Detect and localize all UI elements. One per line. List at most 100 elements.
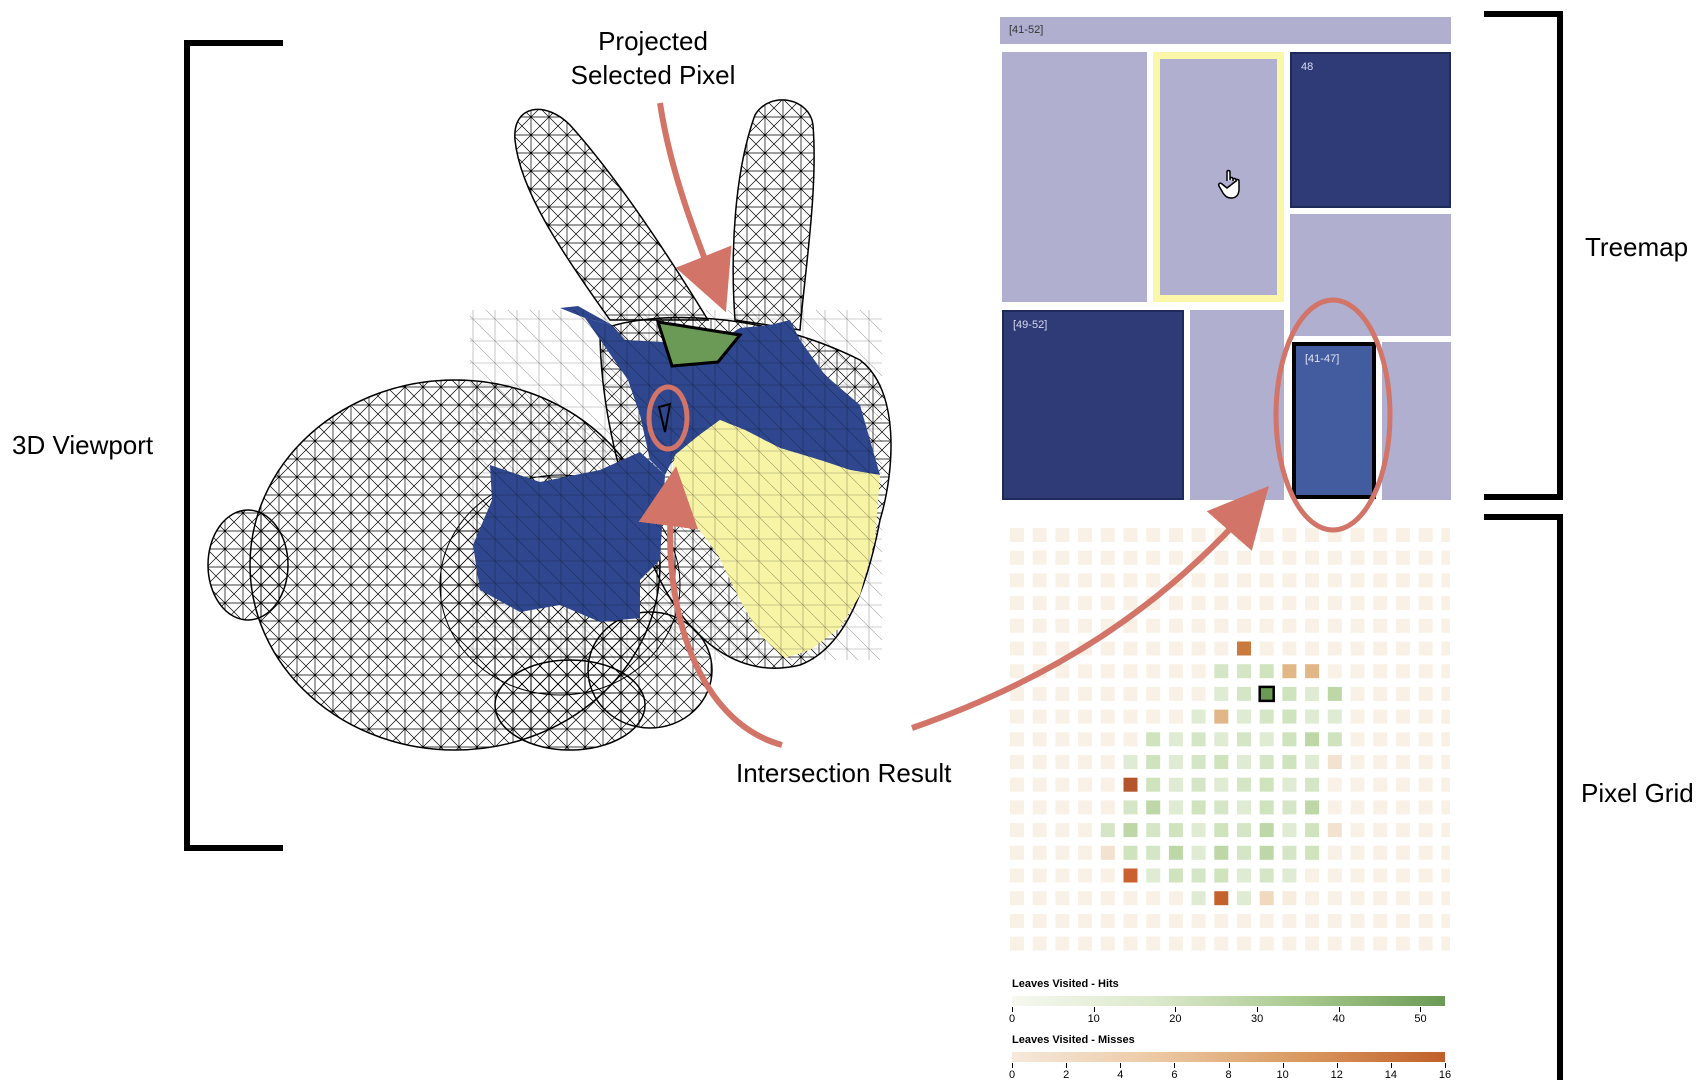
pixel-cell[interactable]: [1010, 709, 1024, 724]
pixel-cell[interactable]: [1282, 528, 1297, 542]
pixel-cell[interactable]: [1146, 755, 1161, 769]
pixel-cell[interactable]: [1350, 596, 1365, 611]
pixel-cell[interactable]: [1282, 686, 1297, 701]
pixel-cell[interactable]: [1282, 823, 1297, 838]
pixel-cell[interactable]: [1100, 845, 1115, 860]
pixel-cell[interactable]: [1214, 550, 1229, 565]
pixel-cell[interactable]: [1305, 641, 1320, 656]
pixel-cell[interactable]: [1123, 936, 1138, 951]
pixel-cell[interactable]: [1373, 845, 1388, 860]
pixel-cell[interactable]: [1237, 936, 1251, 951]
pixel-cell[interactable]: [1305, 732, 1320, 747]
pixel-cell[interactable]: [1123, 732, 1138, 747]
pixel-cell[interactable]: [1123, 618, 1138, 633]
pixel-cell[interactable]: [1032, 800, 1047, 815]
pixel-cell[interactable]: [1395, 618, 1410, 633]
pixel-cell[interactable]: [1282, 891, 1297, 906]
pixel-cell[interactable]: [1395, 823, 1410, 838]
pixel-cell[interactable]: [1327, 686, 1342, 701]
pixel-cell[interactable]: [1237, 596, 1251, 611]
pixel-cell[interactable]: [1078, 800, 1093, 815]
pixel-cell[interactable]: [1418, 528, 1433, 542]
pixel-cell[interactable]: [1010, 868, 1024, 883]
pixel-cell[interactable]: [1168, 573, 1183, 588]
pixel-cell[interactable]: [1010, 550, 1024, 565]
pixel-cell[interactable]: [1395, 732, 1410, 747]
pixel-cell[interactable]: [1055, 891, 1070, 906]
pixel-cell[interactable]: [1305, 823, 1320, 838]
pixel-cell[interactable]: [1146, 777, 1161, 792]
pixel-cell[interactable]: [1259, 732, 1274, 747]
pixel-cell[interactable]: [1418, 823, 1433, 838]
pixel-cell[interactable]: [1305, 573, 1320, 588]
pixel-cell[interactable]: [1441, 891, 1450, 906]
pixel-cell[interactable]: [1010, 664, 1024, 679]
pixel-cell[interactable]: [1305, 664, 1320, 679]
pixel-cell[interactable]: [1100, 800, 1115, 815]
pixel-cell[interactable]: [1123, 596, 1138, 611]
pixel-cell[interactable]: [1373, 641, 1388, 656]
pixel-cell[interactable]: [1237, 732, 1251, 747]
pixel-cell[interactable]: [1214, 618, 1229, 633]
pixel-cell[interactable]: [1168, 641, 1183, 656]
pixel-cell[interactable]: [1055, 573, 1070, 588]
pixel-cell[interactable]: [1259, 800, 1274, 815]
treemap-cell-dark[interactable]: [49-52]: [1002, 310, 1184, 500]
pixel-cell[interactable]: [1032, 618, 1047, 633]
pixel-cell[interactable]: [1395, 550, 1410, 565]
pixel-cell[interactable]: [1418, 686, 1433, 701]
pixel-cell[interactable]: [1373, 868, 1388, 883]
pixel-cell[interactable]: [1191, 732, 1206, 747]
pixel-cell[interactable]: [1168, 823, 1183, 838]
pixel-cell[interactable]: [1214, 641, 1229, 656]
pixel-cell[interactable]: [1259, 936, 1274, 951]
pixel-cell[interactable]: [1032, 709, 1047, 724]
pixel-cell[interactable]: [1395, 641, 1410, 656]
pixel-cell[interactable]: [1032, 913, 1047, 928]
pixel-cell[interactable]: [1373, 573, 1388, 588]
pixel-cell[interactable]: [1146, 868, 1161, 883]
pixel-cell[interactable]: [1032, 596, 1047, 611]
pixel-cell[interactable]: [1168, 550, 1183, 565]
pixel-cell[interactable]: [1078, 528, 1093, 542]
pixel-cell[interactable]: [1305, 755, 1320, 769]
pixel-cell[interactable]: [1418, 800, 1433, 815]
pixel-cell[interactable]: [1237, 528, 1251, 542]
pixel-cell[interactable]: [1214, 800, 1229, 815]
pixel-cell[interactable]: [1441, 755, 1450, 769]
pixel-cell[interactable]: [1282, 573, 1297, 588]
pixel-cell[interactable]: [1191, 891, 1206, 906]
treemap-header[interactable]: [41-52]: [1000, 17, 1451, 44]
pixel-cell[interactable]: [1350, 913, 1365, 928]
pixel-cell[interactable]: [1441, 550, 1450, 565]
pixel-cell[interactable]: [1191, 823, 1206, 838]
pixel-cell[interactable]: [1305, 891, 1320, 906]
pixel-cell[interactable]: [1350, 800, 1365, 815]
pixel-cell[interactable]: [1373, 800, 1388, 815]
pixel-cell[interactable]: [1055, 845, 1070, 860]
pixel-cell[interactable]: [1214, 664, 1229, 679]
pixel-cell[interactable]: [1282, 664, 1297, 679]
pixel-cell[interactable]: [1395, 800, 1410, 815]
pixel-cell[interactable]: [1237, 868, 1251, 883]
pixel-cell[interactable]: [1305, 550, 1320, 565]
pixel-cell[interactable]: [1350, 664, 1365, 679]
treemap-cell-hovered[interactable]: [1153, 52, 1284, 302]
pixel-cell[interactable]: [1078, 596, 1093, 611]
pixel-cell[interactable]: [1146, 936, 1161, 951]
pixel-cell[interactable]: [1350, 891, 1365, 906]
pixel-cell[interactable]: [1237, 800, 1251, 815]
pixel-cell[interactable]: [1032, 845, 1047, 860]
pixel-cell[interactable]: [1191, 596, 1206, 611]
pixel-cell[interactable]: [1078, 755, 1093, 769]
pixel-cell[interactable]: [1032, 686, 1047, 701]
pixel-cell[interactable]: [1327, 618, 1342, 633]
pixel-cell[interactable]: [1373, 550, 1388, 565]
pixel-cell[interactable]: [1123, 891, 1138, 906]
pixel-cell[interactable]: [1055, 686, 1070, 701]
pixel-cell[interactable]: [1327, 800, 1342, 815]
pixel-cell[interactable]: [1191, 618, 1206, 633]
pixel-cell[interactable]: [1100, 528, 1115, 542]
pixel-cell[interactable]: [1010, 686, 1024, 701]
pixel-cell[interactable]: [1418, 709, 1433, 724]
